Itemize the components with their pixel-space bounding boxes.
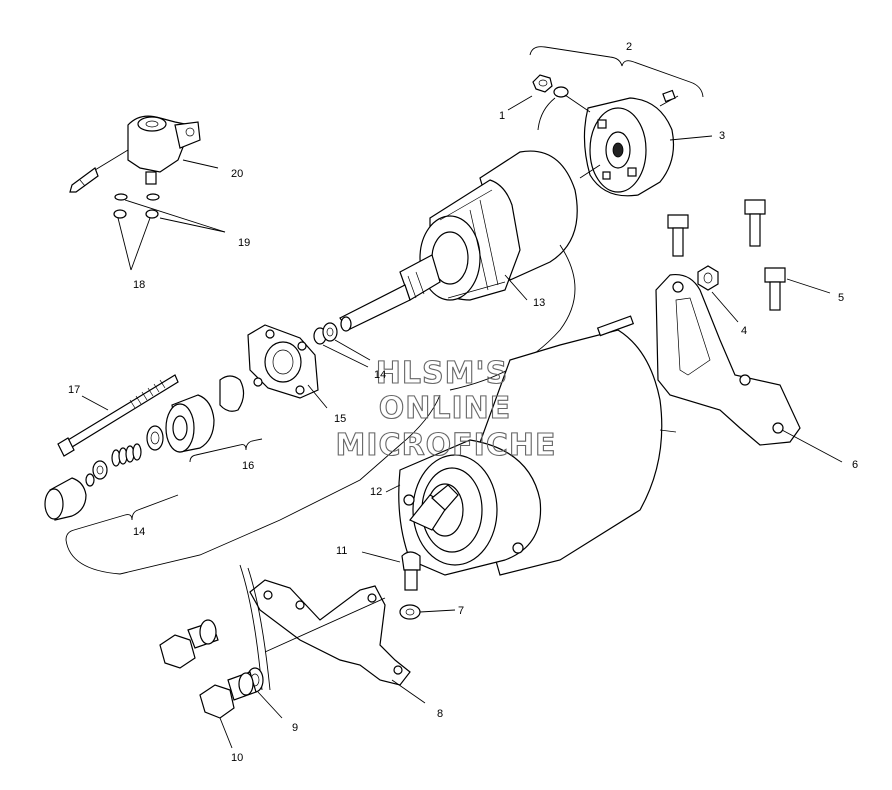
callout-5: 5 [838, 292, 844, 304]
washer-14-lower-part [85, 460, 108, 487]
callout-8: 8 [437, 708, 443, 720]
flange-plate-part [219, 324, 319, 412]
watermark-line-2: ONLINE [379, 391, 512, 426]
end-cap-part [564, 89, 679, 197]
motor-body-part [398, 315, 677, 576]
bolt-5-a-part [667, 214, 689, 257]
washer-19-parts [114, 193, 160, 201]
bolt-5-c-part [764, 267, 786, 311]
armature-part [339, 150, 578, 332]
callout-16: 16 [242, 460, 254, 472]
nut-1-part [532, 74, 569, 131]
callout-4: 4 [741, 325, 747, 337]
bolt-10-lower-part [199, 671, 257, 719]
callout-3: 3 [719, 130, 725, 142]
cup-part [44, 477, 87, 521]
watermark-line-1: HLSM'S [376, 356, 508, 391]
callout-7: 7 [458, 605, 464, 617]
bolt-5-b-part [744, 199, 766, 247]
solenoid-part [69, 115, 201, 193]
long-bolt-part [57, 374, 179, 457]
callout-1: 1 [499, 110, 505, 122]
callout-6: 6 [852, 459, 858, 471]
nut-4-part [697, 265, 719, 291]
callout-15: 15 [334, 413, 346, 425]
callout-2: 2 [626, 41, 632, 53]
callout-14-upper: 14 [374, 369, 386, 381]
callout-13: 13 [533, 297, 545, 309]
pinion-gear-part [146, 394, 215, 453]
callout-11: 11 [336, 545, 347, 557]
washer-7-part [399, 604, 421, 620]
callout-9: 9 [292, 722, 298, 734]
lower-bracket-part [249, 579, 411, 686]
spring-part [111, 443, 142, 467]
watermark-line-3: MICROFICHE [336, 428, 557, 463]
callout-17: 17 [68, 384, 80, 396]
washer-14-upper-parts [313, 322, 338, 345]
callout-19: 19 [238, 237, 250, 249]
callout-20: 20 [231, 168, 243, 180]
mounting-bracket-part [655, 273, 801, 446]
callout-18: 18 [133, 279, 145, 291]
callout-10: 10 [231, 752, 243, 764]
bolt-11-part [401, 551, 421, 591]
nut-18-parts [113, 209, 159, 219]
callout-12: 12 [370, 486, 382, 498]
callout-14-lower: 14 [133, 526, 145, 538]
bolt-10-upper-part [159, 619, 219, 669]
